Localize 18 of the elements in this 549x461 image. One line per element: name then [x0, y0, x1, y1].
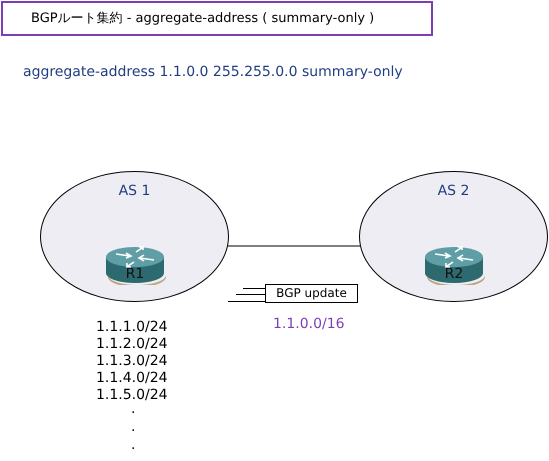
route-prefix: 1.1.1.0/24: [96, 319, 168, 335]
router-label: R1: [124, 266, 146, 282]
as-label: AS 1: [118, 183, 152, 199]
as-label: AS 2: [436, 183, 470, 199]
router-label: R2: [444, 266, 464, 282]
summary-prefix: 1.1.0.0/16: [273, 316, 345, 332]
route-prefix: 1.1.4.0/24: [96, 370, 168, 386]
ellipsis-dot: .: [131, 401, 136, 417]
as-ellipse: [359, 171, 548, 302]
ellipsis-dot: .: [131, 437, 136, 453]
route-prefix: 1.1.2.0/24: [96, 336, 168, 352]
route-prefix: 1.1.5.0/24: [96, 387, 168, 403]
route-prefix: 1.1.3.0/24: [96, 353, 168, 369]
as-ellipse: [40, 171, 229, 302]
title-box: BGPルート集約 - aggregate-address ( summary-only ): [1, 1, 433, 36]
ellipsis-dot: .: [131, 419, 136, 435]
message-box: BGP update: [265, 284, 358, 303]
command-text: aggregate-address 1.1.0.0 255.255.0.0 summary-only: [23, 64, 403, 80]
